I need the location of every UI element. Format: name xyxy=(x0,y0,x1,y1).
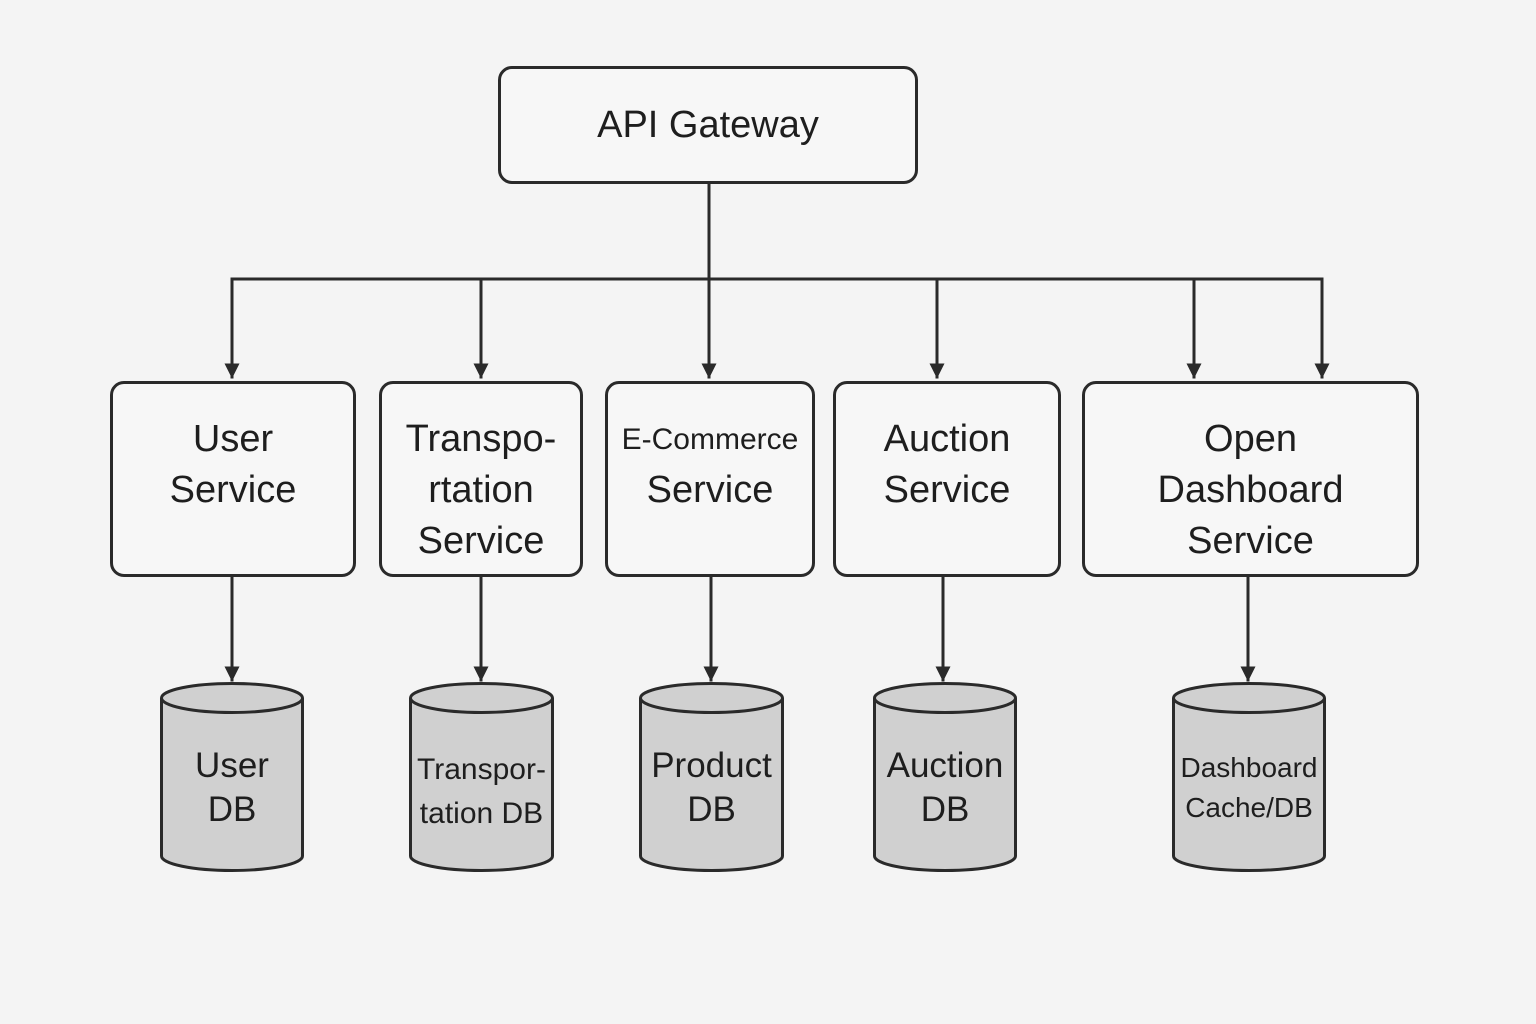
auction-db-cylinder: Auction DB xyxy=(873,682,1017,872)
dashboard-service-label-line: Open xyxy=(1204,418,1297,460)
database-icon xyxy=(160,682,304,872)
dashboard-service-label-line: Service xyxy=(1187,520,1314,562)
user-service-box: User Service xyxy=(110,381,356,577)
dashboard-db-label: Dashboard Cache/DB xyxy=(1172,748,1326,828)
user-db-cylinder: User DB xyxy=(160,682,304,872)
dashboard-service-label-line: Dashboard xyxy=(1157,469,1344,511)
api-gateway-label: API Gateway xyxy=(597,104,819,147)
dashboard-db-label-line: Dashboard xyxy=(1180,752,1318,783)
database-icon xyxy=(1172,682,1326,872)
api-gateway-label-line: API Gateway xyxy=(597,103,819,146)
auction-service-label: Auction Service xyxy=(884,414,1011,516)
dashboard-service-label: Open Dashboard Service xyxy=(1158,414,1344,567)
ecommerce-service-label: E-Commerce Service xyxy=(622,414,799,516)
ecommerce-service-label-line: E-Commerce xyxy=(621,423,799,456)
user-service-label-line: Service xyxy=(169,469,297,511)
transportation-service-label: Transpo- rtation Service xyxy=(406,414,557,567)
auction-service-label-line: Auction xyxy=(883,418,1011,460)
user-db-label-line: User xyxy=(195,746,269,785)
user-service-label-line: User xyxy=(192,418,274,460)
auction-db-label-line: Auction xyxy=(886,746,1004,785)
transportation-service-label-line: Service xyxy=(417,520,545,562)
product-db-label: Product DB xyxy=(639,744,784,832)
auction-service-box: Auction Service xyxy=(833,381,1061,577)
user-service-label: User Service xyxy=(170,414,297,516)
transportation-service-box: Transpo- rtation Service xyxy=(379,381,583,577)
dashboard-db-cylinder: Dashboard Cache/DB xyxy=(1172,682,1326,872)
user-db-label: User DB xyxy=(160,744,304,832)
database-icon xyxy=(873,682,1017,872)
transportation-service-label-line: rtation xyxy=(428,469,534,511)
product-db-cylinder: Product DB xyxy=(639,682,784,872)
database-icon xyxy=(409,682,554,872)
transportation-db-label-line: tation DB xyxy=(419,797,544,830)
ecommerce-service-label-line: Service xyxy=(646,469,774,511)
auction-service-label-line: Service xyxy=(883,469,1011,511)
transportation-service-label-line: Transpo- xyxy=(405,418,557,460)
ecommerce-service-box: E-Commerce Service xyxy=(605,381,815,577)
auction-db-label-line: DB xyxy=(920,790,970,829)
user-db-label-line: DB xyxy=(207,790,257,829)
dashboard-service-box: Open Dashboard Service xyxy=(1082,381,1419,577)
product-db-label-line: DB xyxy=(687,790,736,829)
database-icon xyxy=(639,682,784,872)
api-gateway-box: API Gateway xyxy=(498,66,918,184)
transportation-db-label-line: Transpor- xyxy=(417,753,546,786)
product-db-label-line: Product xyxy=(651,746,772,785)
transportation-db-cylinder: Transpor- tation DB xyxy=(409,682,554,872)
dashboard-db-label-line: Cache/DB xyxy=(1185,792,1313,823)
transportation-db-label: Transpor- tation DB xyxy=(409,748,554,836)
auction-db-label: Auction DB xyxy=(873,744,1017,832)
